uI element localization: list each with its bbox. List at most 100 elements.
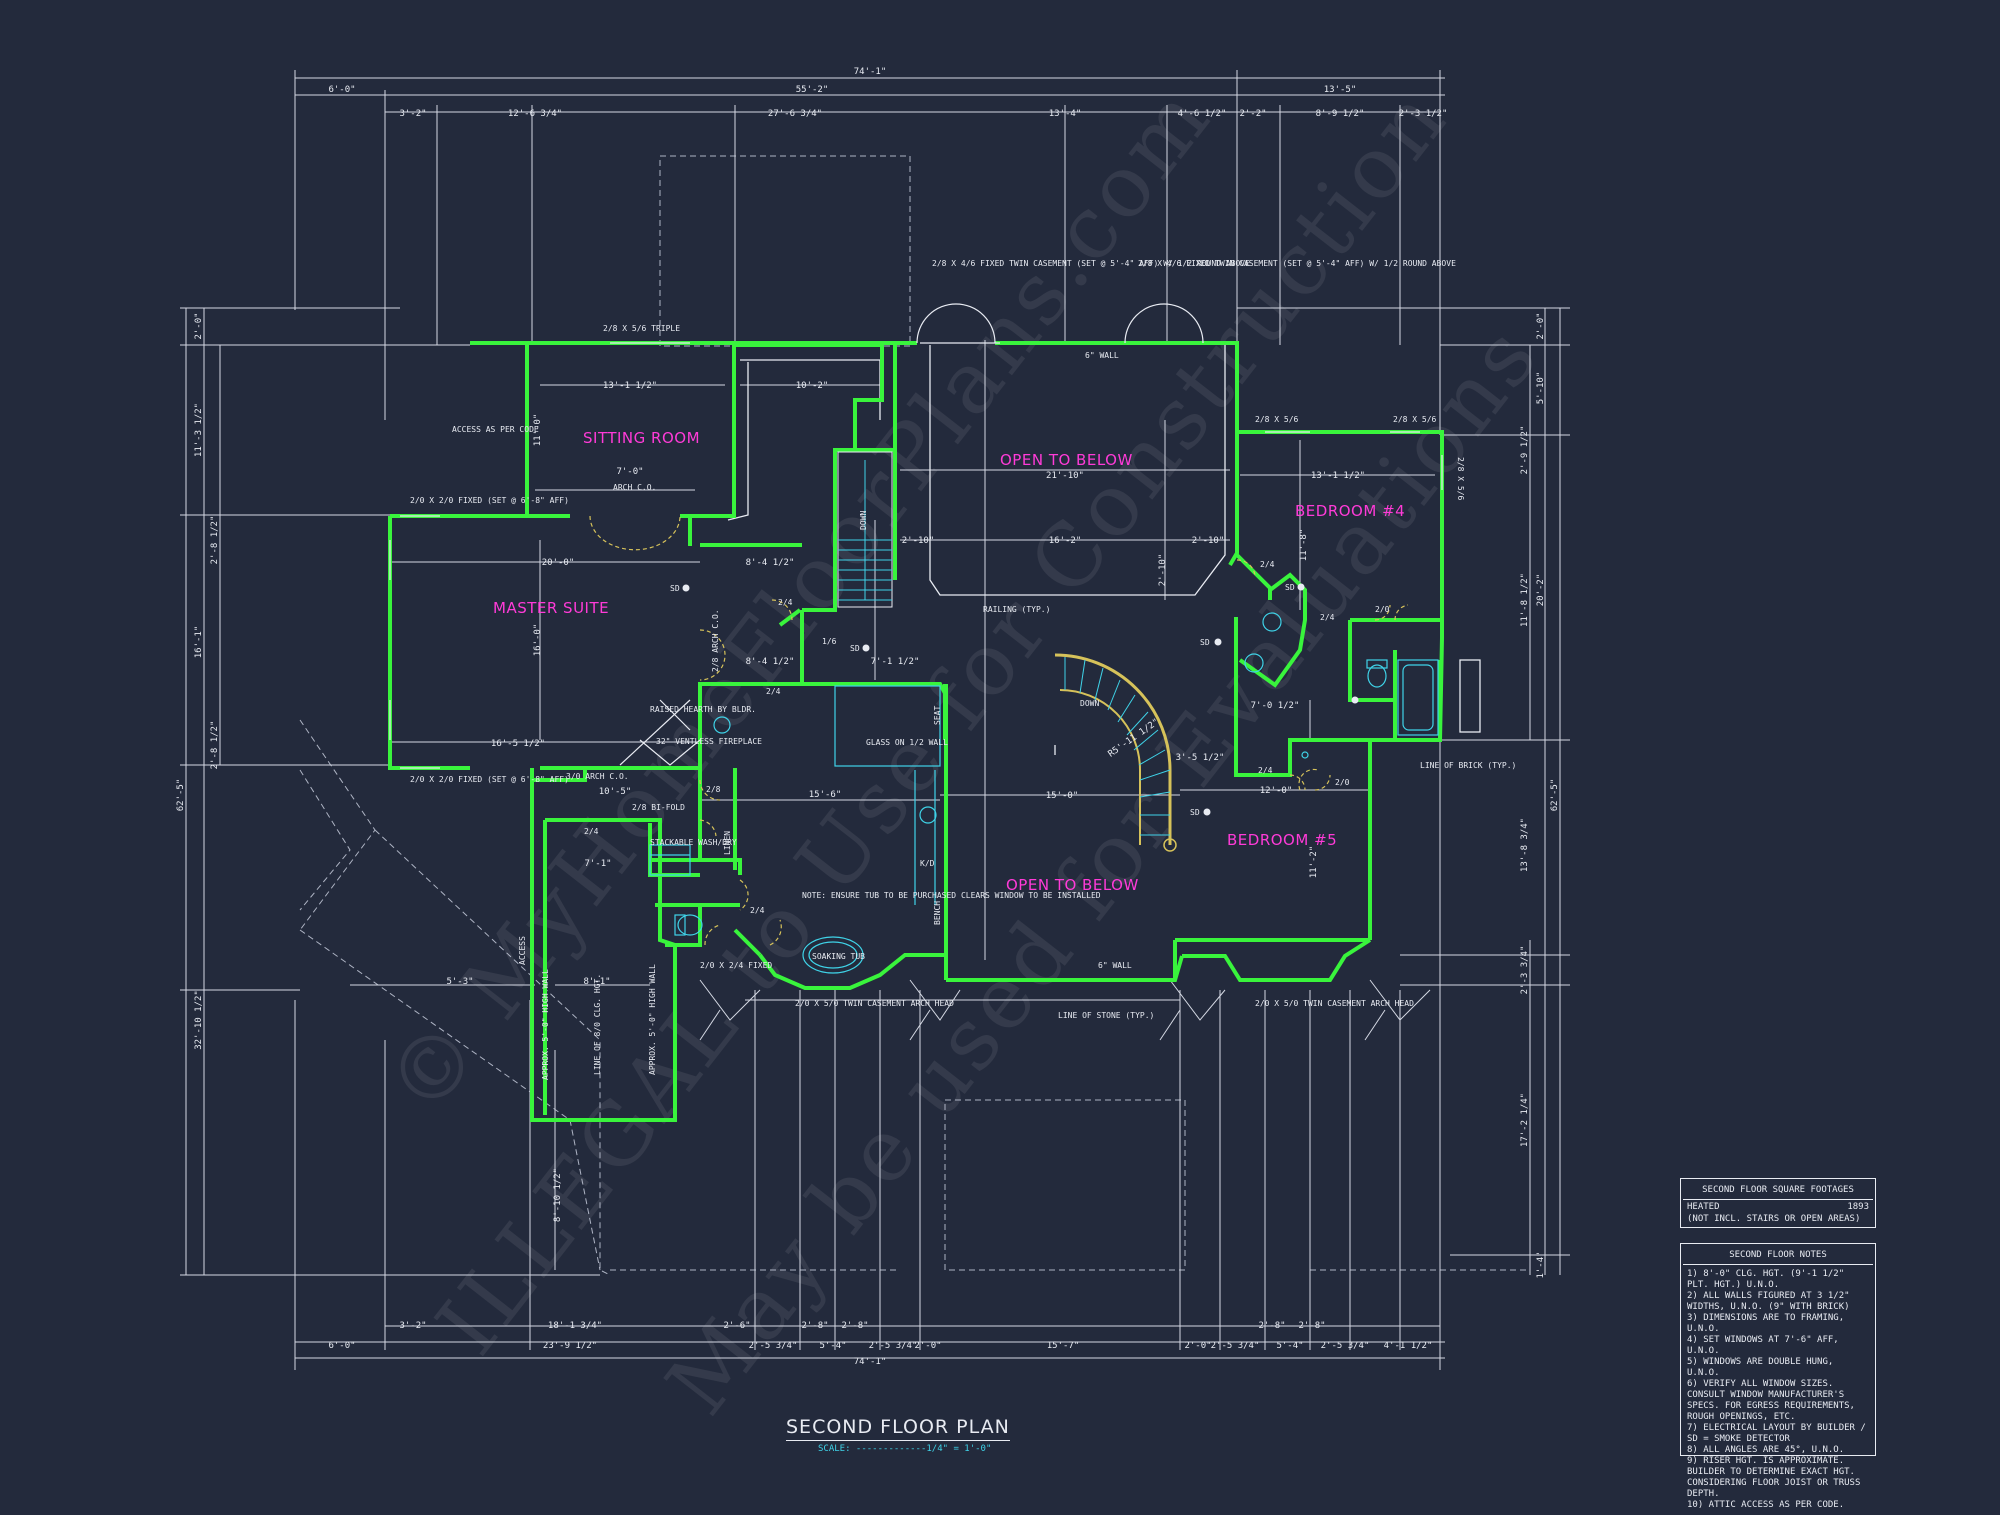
- note-arch-co-3: 2/8 ARCH C.O.: [711, 609, 720, 672]
- plan-scale: SCALE: -------------1/4" = 1'-0": [818, 1444, 992, 1454]
- dim-master-h: 16'-0": [533, 624, 543, 657]
- note-door-4: 2/4: [750, 906, 765, 915]
- floor-note-item: 5) WINDOWS ARE DOUBLE HUNG, U.N.O.: [1687, 1357, 1839, 1378]
- note-twin-case-1: 2/8 X 4/6 FIXED TWIN CASEMENT (SET @ 5'-…: [932, 259, 1250, 268]
- dim-dim-d: 3'-5 1/2": [1176, 753, 1225, 763]
- dim-top-r6: 2'-2": [1239, 109, 1266, 119]
- note-door-6: 2/4: [1320, 613, 1335, 622]
- walls: [388, 341, 1444, 1122]
- plan-title: SECOND FLOOR PLAN: [786, 1416, 1010, 1441]
- floor-note-item: 7) ELECTRICAL LAYOUT BY BUILDER / SD = S…: [1687, 1423, 1872, 1444]
- dim-left-overall: 62'-5": [176, 779, 186, 812]
- dim-left-e: 2'-8 1/2": [210, 721, 220, 770]
- dim-bot-e: 2'-5 3/4": [869, 1341, 918, 1351]
- note-window-a: 2/8 X 5/6: [1255, 415, 1299, 424]
- square-footage-box: SECOND FLOOR SQUARE FOOTAGES HEATED 1893…: [1680, 1178, 1876, 1228]
- note-access-v: ACCESS: [518, 936, 527, 965]
- note-arch-co-2: 3/0 ARCH C.O.: [566, 772, 629, 781]
- note-linen: LINEN: [723, 831, 732, 855]
- note-arch-co: ARCH C.O.: [613, 483, 656, 492]
- note-wall-6-2: 6" WALL: [1098, 961, 1132, 970]
- dim-bot-h: 2'-0": [1184, 1341, 1211, 1351]
- dim-bot-r4: 2'-8": [801, 1321, 828, 1331]
- dim-bed4-h: 11'-8": [1299, 529, 1309, 562]
- dim-closet-c: 7'-1 1/2": [871, 657, 920, 667]
- dim-bot-c: 2'-5 3/4": [749, 1341, 798, 1351]
- dim-top-r5: 4'-6 1/2": [1178, 109, 1227, 119]
- floor-note-item: 6) VERIFY ALL WINDOW SIZES. CONSULT WIND…: [1687, 1379, 1861, 1422]
- dim-top-r3: 27'-6 3/4": [768, 109, 822, 119]
- note-triple: 2/8 X 5/6 TRIPLE: [603, 324, 680, 333]
- note-window-b: 2/8 X 5/6: [1393, 415, 1437, 424]
- room-label-sitting: SITTING ROOM: [583, 429, 700, 447]
- dim-attic-h: 8'-10 1/2": [553, 1168, 563, 1222]
- dim-right-a: 2'-0": [1536, 312, 1546, 339]
- dim-bed4-w: 13'-1 1/2": [1311, 471, 1365, 481]
- dim-left-b: 11'-3 1/2": [194, 403, 204, 457]
- note-down-2: DOWN: [1080, 699, 1099, 708]
- dim-sitting-w: 13'-1 1/2": [603, 381, 657, 391]
- dim-right-e: 13'-8 3/4": [1520, 818, 1530, 872]
- dim-master-w2: 16'-5 1/2": [491, 739, 545, 749]
- dim-bot-r6: 2'-8": [1258, 1321, 1285, 1331]
- dimension-lines: [180, 70, 1570, 1370]
- note-attic-b: LINE OF 8/0 CLG. HGT.: [593, 974, 602, 1075]
- note-sd-5: SD: [1285, 583, 1295, 592]
- dim-top-b: 55'-2": [796, 85, 829, 95]
- floor-notes-box: SECOND FLOOR NOTES 1) 8'-0" CLG. HGT. (9…: [1680, 1243, 1876, 1510]
- note-bench: BENCH: [933, 901, 942, 925]
- note-door-5: 2/4: [1260, 560, 1275, 569]
- dim-otb-w: 21'-10": [1046, 471, 1084, 481]
- dim-top-r4: 13'-4": [1049, 109, 1082, 119]
- dim-top-r1: 3'-2": [399, 109, 426, 119]
- dim-bot-r7: 2'-8": [1298, 1321, 1325, 1331]
- dim-left-d: 16'-1": [194, 626, 204, 659]
- plan-notes: 2/8 X 5/6 TRIPLE ACCESS AS PER CODE 2/0 …: [410, 259, 1516, 1080]
- dim-top-r7: 8'-9 1/2": [1316, 109, 1365, 119]
- note-casement-l: 2/0 X 5/0 TWIN CASEMENT ARCH HEAD: [795, 999, 954, 1008]
- dim-sitting-h: 11'-0": [533, 414, 543, 447]
- note-stone: LINE OF STONE (TYP.): [1058, 1011, 1154, 1020]
- dim-dim-b: 2'-10": [1192, 536, 1225, 546]
- door-swings: [589, 515, 1409, 946]
- note-door-9: 2/8: [706, 785, 721, 794]
- note-casement-r: 2/0 X 5/0 TWIN CASEMENT ARCH HEAD: [1255, 999, 1414, 1008]
- square-footage-header: SECOND FLOOR SQUARE FOOTAGES: [1683, 1181, 1873, 1200]
- note-window-c: 2/8 X 5/6: [1456, 457, 1465, 501]
- note-attic-a: APPROX. 5'-0" HIGH WALL: [541, 969, 550, 1080]
- note-kd: K/D: [920, 859, 935, 868]
- floor-notes-list: 1) 8'-0" CLG. HGT. (9'-1 1/2" PLT. HGT.)…: [1681, 1265, 1875, 1515]
- floor-notes-header: SECOND FLOOR NOTES: [1683, 1246, 1873, 1265]
- windows: [389, 303, 1443, 769]
- note-fireplace: 32" VENTLESS FIREPLACE: [656, 737, 762, 746]
- dim-master-w: 20'-0": [542, 558, 575, 568]
- dim-bot-i: 2'-5 3/4": [1211, 1341, 1260, 1351]
- note-fixed-left-bot: 2/0 X 2/0 FIXED (SET @ 6'-8" AFF): [410, 775, 569, 784]
- note-door-8: 2/0: [1375, 605, 1390, 614]
- dim-right-f: 2'-3 3/4": [1520, 946, 1530, 995]
- note-door-3: 2/4: [584, 827, 599, 836]
- floor-note-item: 8) ALL ANGLES ARE 45°, U.N.O.: [1687, 1445, 1845, 1455]
- note-door-10: 1/6: [822, 637, 837, 646]
- watermark: © MyHomeFloorPlans.com ILLEGAL to Use fo…: [368, 67, 1559, 1433]
- note-soaking: SOAKING TUB: [812, 952, 865, 961]
- note-sd-1: SD: [670, 584, 680, 593]
- note-door-11: 2/0: [1335, 778, 1350, 787]
- note-wall-6-1: 6" WALL: [1085, 351, 1119, 360]
- note-fixed-left-top: 2/0 X 2/0 FIXED (SET @ 6'-8" AFF): [410, 496, 569, 505]
- dim-hall-w: 15'-6": [809, 790, 842, 800]
- dim-right-c: 2'-9 1/2": [1520, 426, 1530, 475]
- dim-bot-b: 23'-9 1/2": [543, 1341, 597, 1351]
- dim-bot-overall: 74'-1": [854, 1357, 887, 1367]
- dim-otb-w2: 16'-2": [1049, 536, 1082, 546]
- spiral-stair: [1054, 653, 1177, 852]
- fixtures: [649, 612, 1439, 974]
- dim-right-h: 1'-4": [1536, 1251, 1546, 1278]
- dim-bot-r5: 2'-8": [841, 1321, 868, 1331]
- dim-bed5-h: 11'-2": [1309, 846, 1319, 879]
- heated-label: HEATED: [1687, 1202, 1720, 1212]
- straight-stair: [837, 451, 893, 608]
- room-label-bedroom-5: BEDROOM #5: [1227, 831, 1337, 849]
- dim-bot-a: 6'-0": [328, 1341, 355, 1351]
- note-seat: SEAT: [933, 706, 942, 725]
